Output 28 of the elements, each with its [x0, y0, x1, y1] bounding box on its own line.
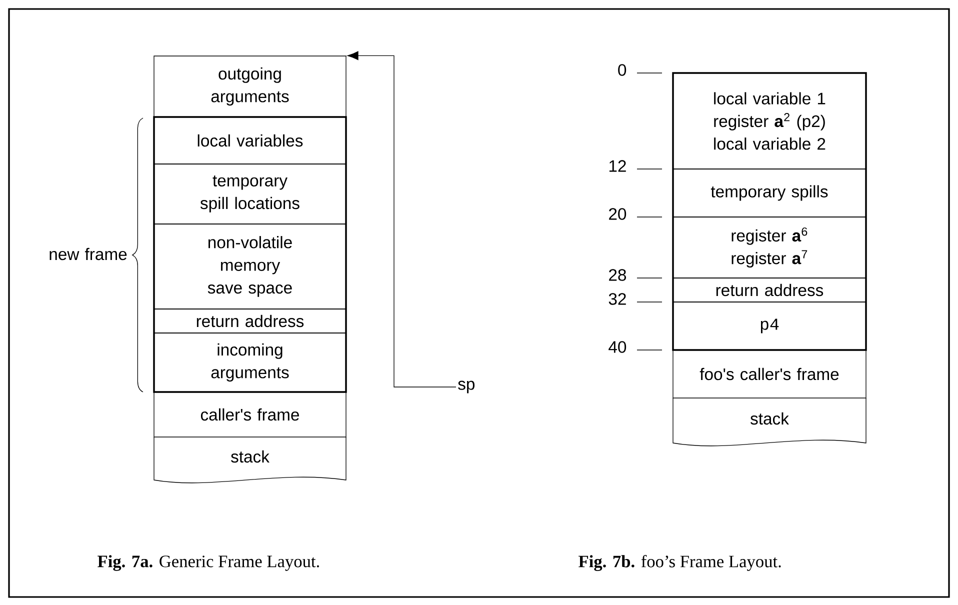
- frame-cell: outgoing arguments: [154, 56, 346, 118]
- node-label: register a$^{2}$ (p2): [714, 112, 825, 130]
- frame-cell: p4: [672, 302, 866, 350]
- frame-cell: caller's frame: [154, 392, 346, 438]
- offset-label: 40: [608, 341, 626, 353]
- offset-label: 20: [609, 208, 626, 220]
- frame-cell: non-volatile memory save space: [154, 224, 346, 310]
- frame-cell: foo's caller's frame: [672, 350, 866, 398]
- frame-cell: temporary spill locations: [154, 164, 346, 224]
- offset-label: 32: [608, 293, 626, 305]
- pointer-arrow: [347, 51, 456, 388]
- figure-caption: Fig. 7a. Generic Frame Layout.: [98, 555, 319, 571]
- pointer-label: sp: [458, 380, 474, 394]
- frame-cell: return address: [154, 308, 346, 334]
- node-label: local variable 2: [714, 138, 826, 150]
- frame-cell: incoming arguments: [154, 332, 346, 392]
- figure-caption: Fig. 7b. foo’s Frame Layout.: [578, 554, 781, 571]
- stack-box: stack: [154, 436, 346, 484]
- offset-label: 12: [609, 160, 626, 172]
- frame-cell: register a$^{6}$ register a$^{7}$: [672, 216, 866, 278]
- node-label: local variable 1: [714, 92, 826, 104]
- frame-cell: temporary spills: [672, 168, 866, 218]
- brace-label: new frame: [50, 248, 127, 260]
- node-label: local variables: [198, 134, 303, 147]
- offset-label: 28: [609, 269, 626, 281]
- frame-cell: return address: [672, 278, 866, 302]
- stack-box: stack: [672, 398, 866, 446]
- offset-label: 0: [618, 64, 626, 76]
